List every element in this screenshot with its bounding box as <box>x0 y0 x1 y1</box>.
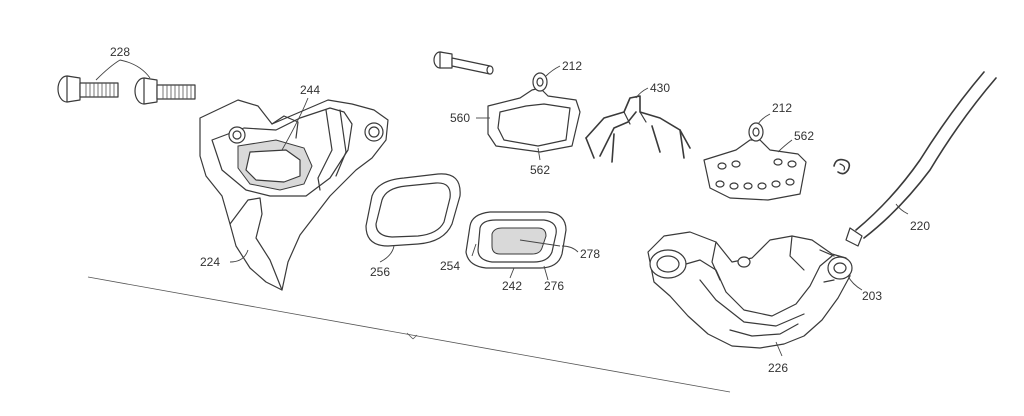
pad-spring <box>585 95 691 163</box>
brake-pad-middle <box>487 72 581 153</box>
piston-cup <box>465 211 567 269</box>
pad-pin <box>433 51 494 75</box>
leader-430 <box>635 87 649 99</box>
label-244: 244 <box>300 83 320 97</box>
leader-212b <box>757 113 771 125</box>
pad-holes <box>715 158 797 190</box>
axis-break-mark <box>406 332 418 340</box>
label-212b: 212 <box>772 101 792 115</box>
brake-hose <box>845 71 997 247</box>
label-256: 256 <box>370 265 390 279</box>
leader-256 <box>379 245 395 263</box>
label-254: 254 <box>440 259 460 273</box>
brake-pad-right <box>703 122 807 201</box>
label-278: 278 <box>580 247 600 261</box>
leader-220 <box>895 203 909 215</box>
label-224: 224 <box>200 255 220 269</box>
leader-244 <box>281 97 309 151</box>
caliper-right <box>647 231 853 349</box>
label-560: 560 <box>450 111 470 125</box>
leader-562b <box>777 139 793 153</box>
label-226: 226 <box>768 361 788 375</box>
label-430: 430 <box>650 81 670 95</box>
label-212a: 212 <box>562 59 582 73</box>
leader-562a <box>537 147 541 161</box>
seal-ring <box>365 173 461 247</box>
retaining-clip <box>833 158 851 175</box>
caliper-half-left <box>199 99 389 291</box>
leader-242 <box>509 267 515 279</box>
label-220: 220 <box>910 219 930 233</box>
label-562a: 562 <box>530 163 550 177</box>
leader-278 <box>561 245 579 253</box>
label-203: 203 <box>862 289 882 303</box>
leader-254 <box>471 243 477 257</box>
bolt-left <box>57 75 119 103</box>
label-242: 242 <box>502 279 522 293</box>
leader-224 <box>229 249 249 263</box>
leader-203 <box>847 275 863 291</box>
bolt-right <box>134 77 196 105</box>
label-562b: 562 <box>794 129 814 143</box>
leader-276 <box>543 265 549 281</box>
leader-228 <box>95 59 151 81</box>
leader-212a <box>545 65 561 77</box>
leader-226 <box>775 341 783 357</box>
label-228: 228 <box>110 45 130 59</box>
label-276: 276 <box>544 279 564 293</box>
